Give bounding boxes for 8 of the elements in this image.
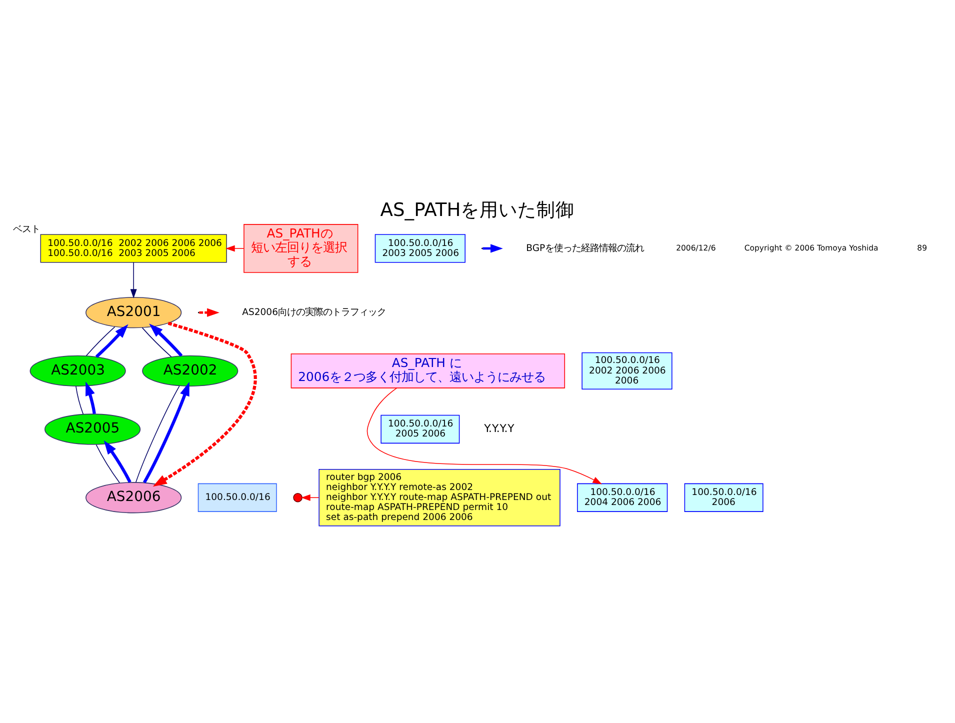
diagram-title: AS_PATHを用いた制御 xyxy=(380,200,575,221)
label: Copyright © 2006 Tomoya Yoshida xyxy=(744,242,878,252)
legend-label: BGPを使った経路情報の流れ xyxy=(526,242,644,254)
node-label: ベスト xyxy=(12,223,40,234)
legend-label: AS2006向けの実際のトラフィック xyxy=(242,306,386,318)
label: 89 xyxy=(917,242,928,252)
label: 2006/12/6 xyxy=(676,242,716,252)
label: Y.Y.Y.Y xyxy=(484,422,514,435)
